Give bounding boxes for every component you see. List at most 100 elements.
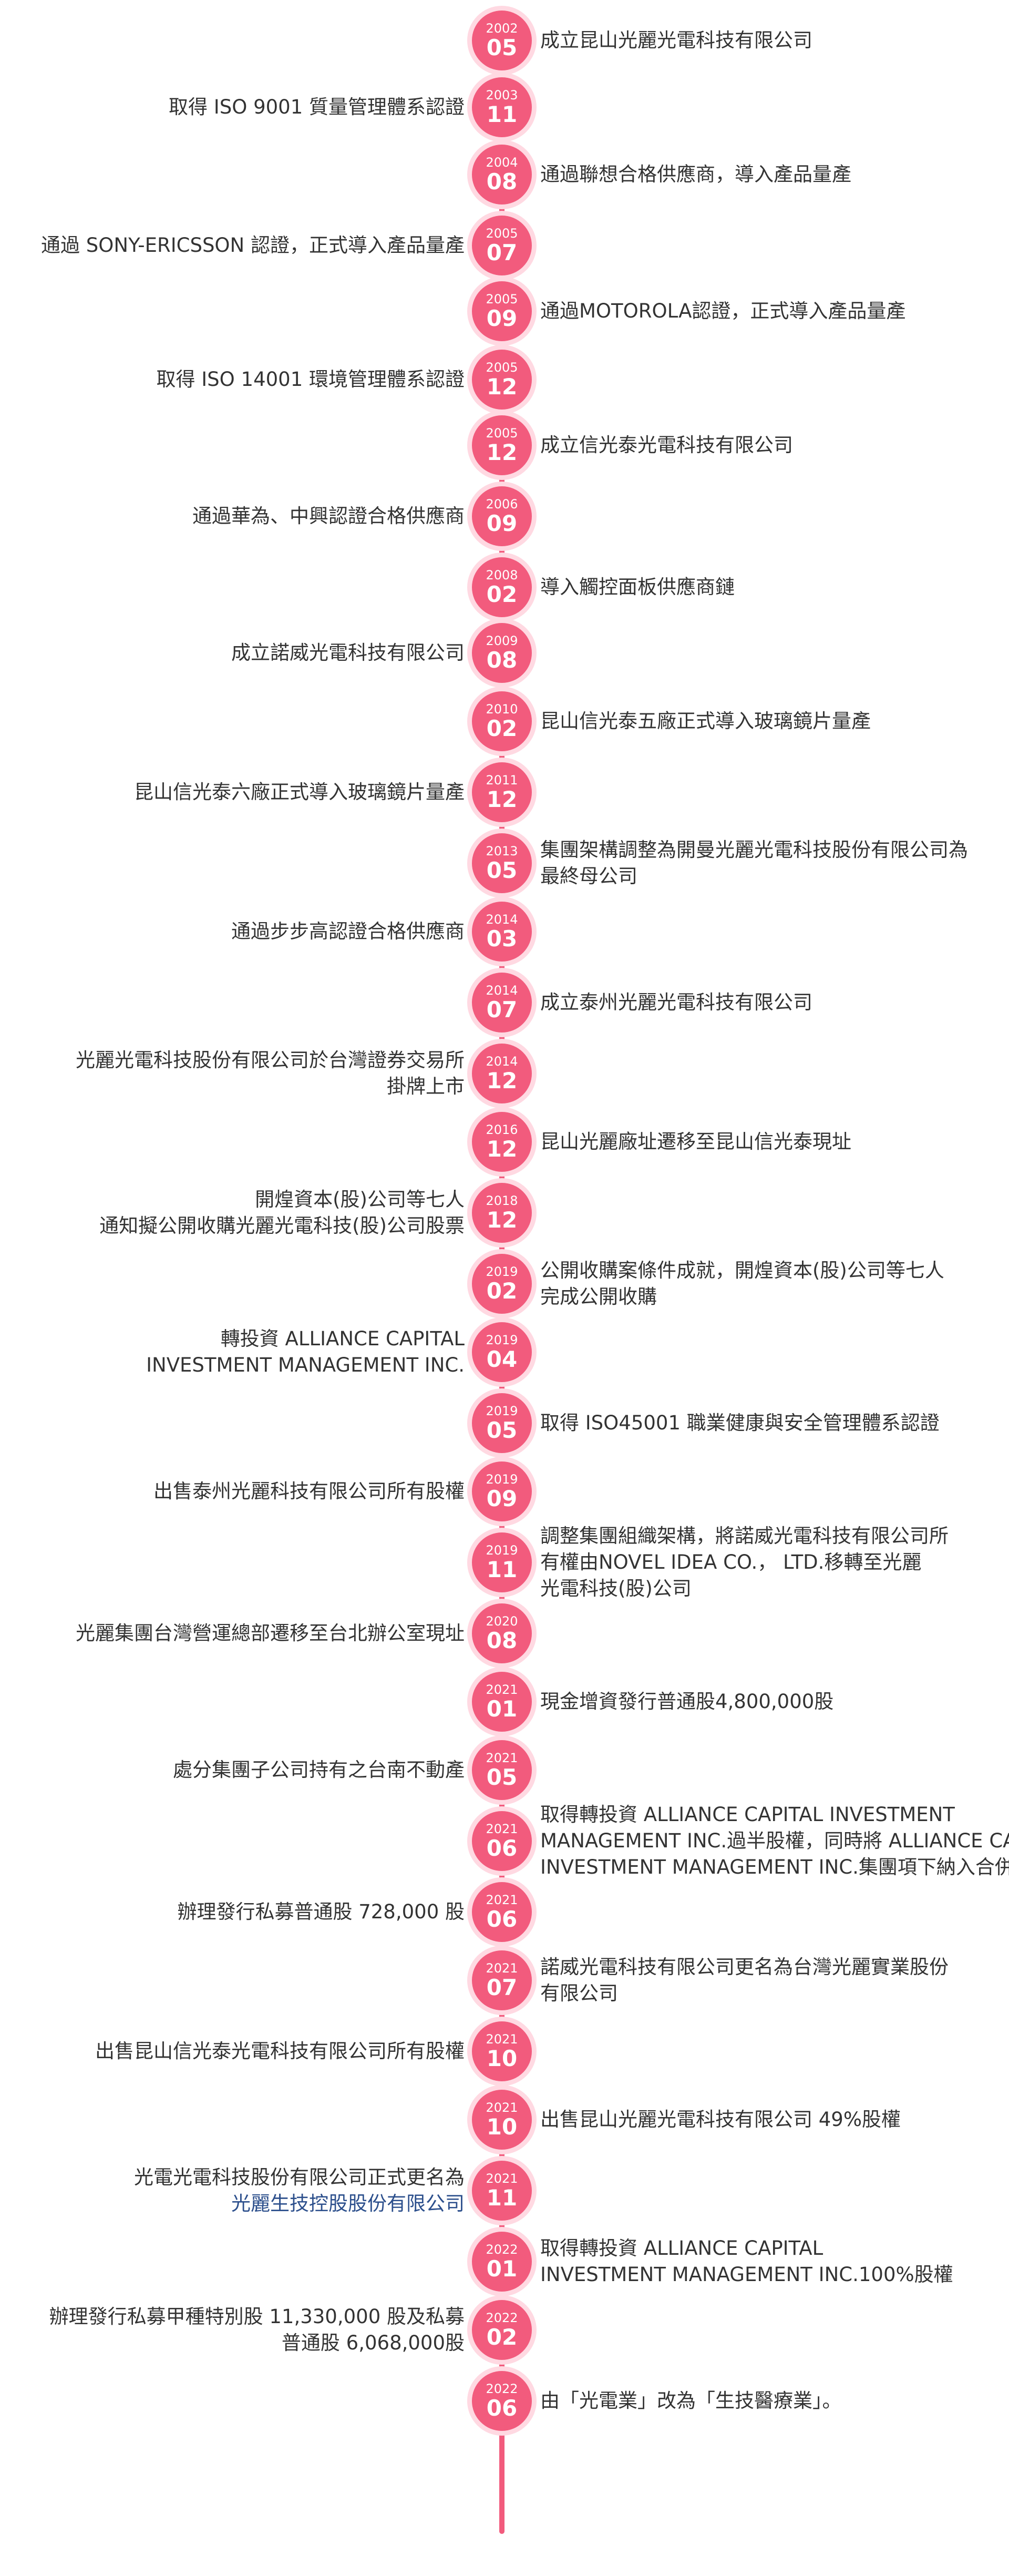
timeline-event-line: 集團架構調整為開曼光麗光電科技股份有限公司為 [540,839,968,861]
timeline-event: 光麗集團台灣營運總部遷移至台北辦公室現址 [76,1620,465,1647]
timeline-event-line: 現金增資發行普通股4,800,000股 [540,1690,834,1713]
timeline-event-line: INVESTMENT MANAGEMENT INC.集團項下納入合併 [540,1856,1009,1878]
timeline-event: 導入觸控面板供應商鏈 [540,574,735,600]
timeline-event-line: INVESTMENT MANAGEMENT INC. [146,1354,465,1376]
timeline-year: 2005 [486,360,518,375]
timeline-event: 通過 SONY-ERICSSON 認證，正式導入產品量產 [41,232,465,259]
timeline-month: 12 [486,786,518,812]
timeline-year: 2010 [486,702,518,717]
timeline-month: 07 [486,1975,518,2000]
timeline-month: 02 [486,715,518,741]
timeline-event-line: 掛牌上市 [387,1075,465,1098]
timeline-event: 調整集團組織架構，將諾威光電科技有限公司所有權由NOVEL IDEA CO.， … [540,1523,949,1602]
timeline-month: 05 [486,35,518,60]
timeline-month: 09 [486,305,518,331]
timeline-event-line: 昆山信光泰六廠正式導入玻璃鏡片量產 [134,781,465,803]
timeline-year: 2018 [486,1193,518,1208]
timeline-event-line: 調整集團組織架構，將諾威光電科技有限公司所 [540,1525,949,1547]
timeline-year: 2014 [486,912,518,927]
timeline-month: 06 [486,1835,518,1861]
timeline-month: 12 [486,1068,518,1093]
timeline-year: 2019 [486,1264,518,1279]
timeline-event: 成立諾威光電科技有限公司 [231,640,465,666]
timeline-month: 01 [486,2256,518,2282]
timeline-event-line: 出售昆山光麗光電科技有限公司 49%股權 [540,2108,901,2131]
timeline-year: 2004 [486,155,518,170]
timeline-event-line: INVESTMENT MANAGEMENT INC.100%股權 [540,2263,953,2286]
timeline-month: 11 [486,2185,518,2211]
timeline-month: 02 [486,1278,518,1304]
timeline-year: 2005 [486,426,518,441]
timeline-month: 08 [486,169,518,195]
timeline-year: 2019 [486,1472,518,1487]
timeline-event-line: 有限公司 [540,1982,618,2005]
timeline-event: 辦理發行私募普通股 728,000 股 [177,1899,465,1925]
timeline-month: 10 [486,2046,518,2071]
timeline-event: 昆山光麗廠址遷移至昆山信光泰現址 [540,1129,851,1155]
timeline-year: 2021 [486,1961,518,1976]
timeline-month: 02 [486,581,518,607]
timeline-event: 成立昆山光麗光電科技有限公司 [540,27,812,54]
timeline-event: 開煌資本(股)公司等七人通知擬公開收購光麗光電科技(股)公司股票 [99,1187,465,1239]
timeline-year: 2021 [486,1751,518,1765]
timeline-month: 11 [486,1557,518,1582]
timeline-month: 07 [486,997,518,1023]
timeline-month: 02 [486,2324,518,2350]
timeline-event: 由「光電業」改為「生技醫療業」。 [540,2388,842,2414]
timeline-month: 03 [486,926,518,952]
timeline-event-line: 光麗集團台灣營運總部遷移至台北辦公室現址 [76,1622,465,1644]
timeline-event-line: 通過 SONY-ERICSSON 認證，正式導入產品量產 [41,234,465,257]
timeline-month: 05 [486,857,518,883]
timeline-year: 2005 [486,226,518,241]
timeline-event-line: 開煌資本(股)公司等七人 [255,1188,465,1211]
timeline-year: 2003 [486,88,518,103]
timeline-event: 現金增資發行普通股4,800,000股 [540,1689,833,1715]
timeline-month: 12 [486,1136,518,1162]
timeline-event: 成立泰州光麗光電科技有限公司 [540,989,812,1016]
timeline-event-line: 出售昆山信光泰光電科技有限公司所有股權 [95,2040,465,2062]
timeline-year: 2022 [486,2381,518,2396]
timeline-event-line: 成立諾威光電科技有限公司 [231,641,465,664]
timeline-event-line: 成立昆山光麗光電科技有限公司 [540,29,812,52]
timeline-event-line: 光麗生技控股股份有限公司 [231,2192,465,2215]
timeline-month: 09 [486,1486,518,1511]
timeline-event: 光電光電科技股份有限公司正式更名為光麗生技控股股份有限公司 [134,2164,465,2217]
timeline-event-line: 完成公開收購 [540,1285,657,1308]
timeline-event-line: 諾威光電科技有限公司更名為台灣光麗實業股份 [540,1956,949,1978]
timeline-year: 2006 [486,497,518,512]
timeline-event-line: 有權由NOVEL IDEA CO.， LTD.移轉至光麗 [540,1551,922,1573]
timeline-event-line: 普通股 6,068,000股 [281,2332,465,2354]
timeline-event-line: 辦理發行私募普通股 728,000 股 [177,1900,465,1923]
timeline-month: 09 [486,510,518,536]
timeline-event-line: 光麗光電科技股份有限公司於台灣證券交易所 [76,1049,465,1071]
timeline-event: 取得 ISO45001 職業健康與安全管理體系認證 [540,1410,940,1436]
timeline-event-line: 出售泰州光麗科技有限公司所有股權 [153,1480,465,1502]
timeline-event-line: 導入觸控面板供應商鏈 [540,576,735,598]
timeline-year: 2014 [486,1054,518,1069]
timeline-event-line: 通知擬公開收購光麗光電科技(股)公司股票 [99,1214,465,1237]
timeline-event: 昆山信光泰六廠正式導入玻璃鏡片量產 [134,779,465,805]
timeline-year: 2021 [486,2171,518,2186]
timeline-year: 2002 [486,21,518,36]
timeline-event-line: 通過MOTOROLA認證，正式導入產品量產 [540,300,906,322]
timeline-event-line: 通過步步高認證合格供應商 [231,920,465,943]
timeline-year: 2021 [486,1822,518,1836]
